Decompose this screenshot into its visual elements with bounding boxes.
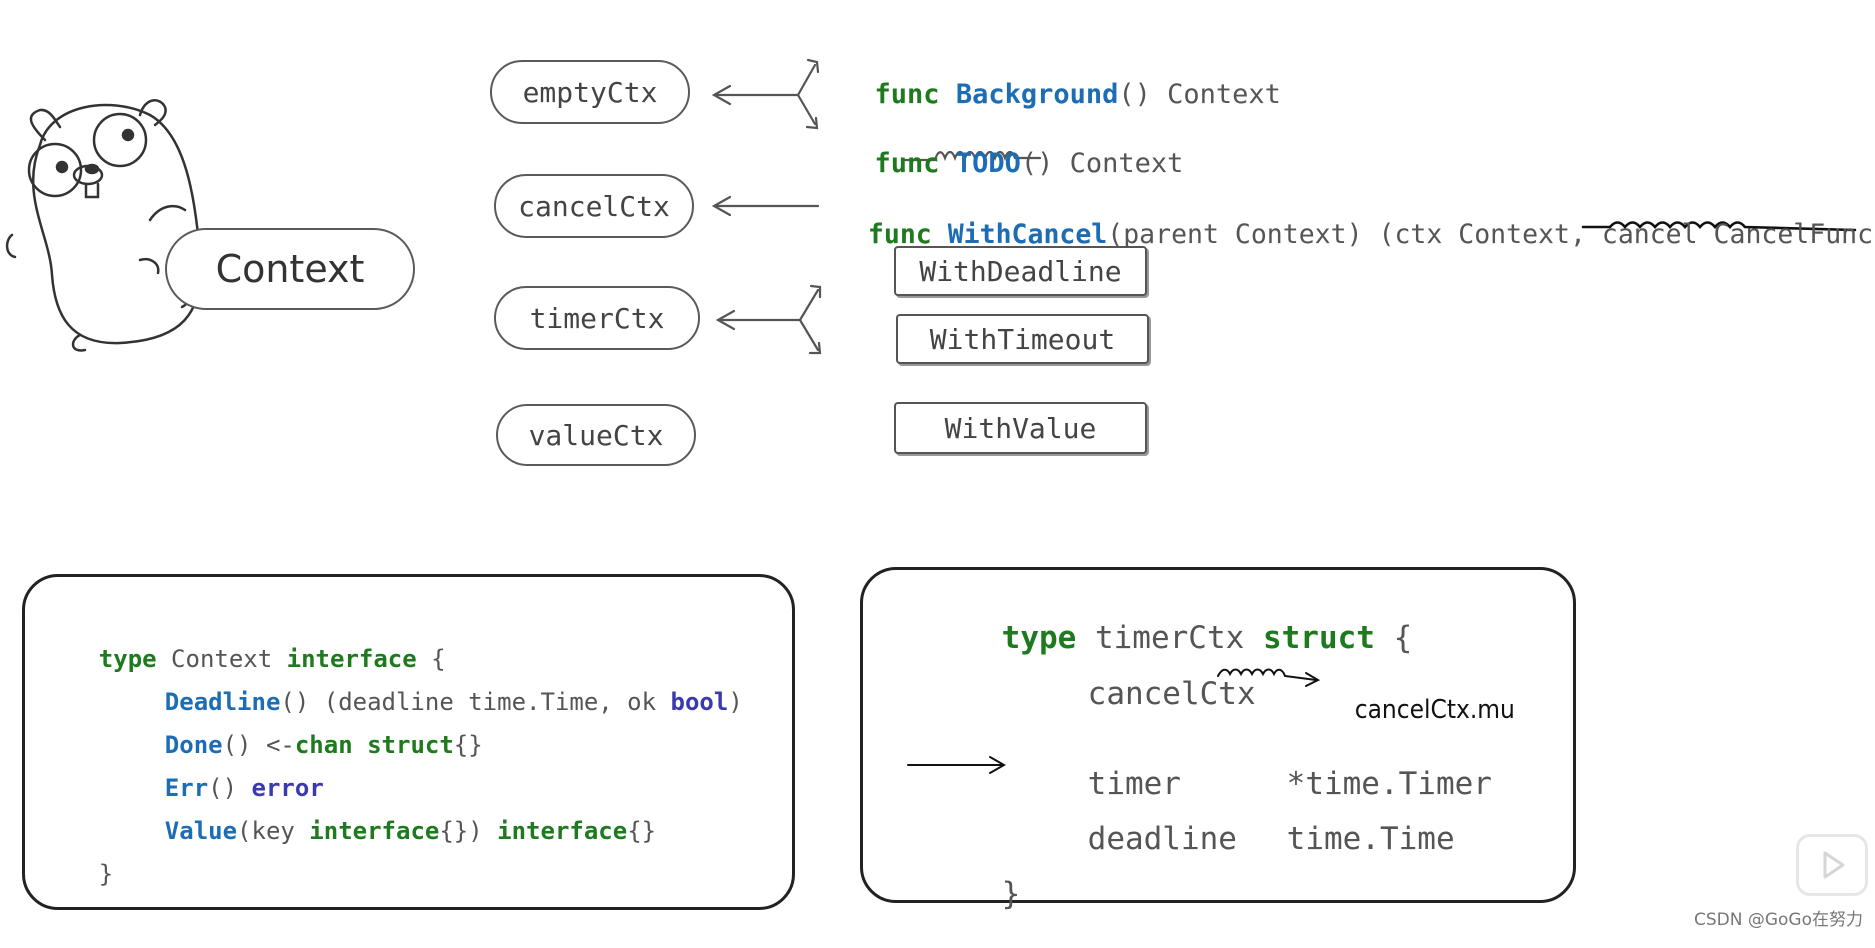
iface-line-1: type Context interface { — [98, 645, 446, 673]
iface-line-5: Value(key interface{}) interface{} — [164, 817, 657, 845]
iface-line-2: Deadline() (deadline time.Time, ok bool) — [164, 688, 743, 716]
valuectx-node: valueCtx — [496, 404, 696, 466]
context-bubble: Context — [165, 228, 415, 310]
cancelctx-node: cancelCtx — [494, 174, 694, 238]
emptyctx-label: emptyCtx — [522, 75, 658, 109]
withtimeout-label: WithTimeout — [929, 322, 1116, 356]
struct-mu-note: cancelCtx.mu — [1354, 695, 1515, 725]
valuectx-label: valueCtx — [528, 418, 664, 452]
play-button[interactable] — [1796, 834, 1868, 896]
struct-line-4a: deadline — [1087, 821, 1237, 857]
struct-line-4b: time.Time — [1286, 821, 1455, 857]
func-background: func Background() Context — [874, 79, 1281, 110]
withvalue-label: WithValue — [944, 411, 1097, 445]
func-withcancel: func WithCancel(parent Context) (ctx Con… — [867, 219, 1875, 250]
func-todo: func TODO() Context — [874, 148, 1184, 179]
iface-line-6: } — [98, 860, 114, 888]
timerctx-label: timerCtx — [529, 301, 665, 335]
struct-line-5: } — [1001, 876, 1021, 912]
withtimeout-box: WithTimeout — [896, 314, 1149, 364]
struct-line-1: type timerCtx struct { — [1001, 620, 1413, 656]
struct-line-2: cancelCtx — [1087, 676, 1256, 712]
withdeadline-label: WithDeadline — [919, 254, 1122, 288]
withdeadline-box: WithDeadline — [894, 246, 1147, 296]
cancelctx-label: cancelCtx — [518, 189, 670, 223]
csdn-watermark: CSDN @GoGo在努力 — [1693, 910, 1863, 930]
withvalue-box: WithValue — [894, 402, 1147, 454]
emptyctx-node: emptyCtx — [490, 60, 690, 124]
struct-code-box: type timerCtx struct { cancelCtx cancelC… — [860, 567, 1576, 912]
iface-line-3: Done() <-chan struct{} — [164, 731, 483, 759]
struct-line-3b: *time.Timer — [1286, 766, 1492, 802]
context-label: Context — [215, 247, 365, 291]
timerctx-node: timerCtx — [494, 286, 700, 350]
play-icon — [1823, 851, 1845, 879]
iface-line-4: Err() error — [164, 774, 324, 802]
interface-code-box: type Context interface { Deadline() (dea… — [22, 574, 795, 910]
struct-line-3a: timer — [1087, 766, 1181, 802]
gopher-mascot — [5, 99, 202, 352]
